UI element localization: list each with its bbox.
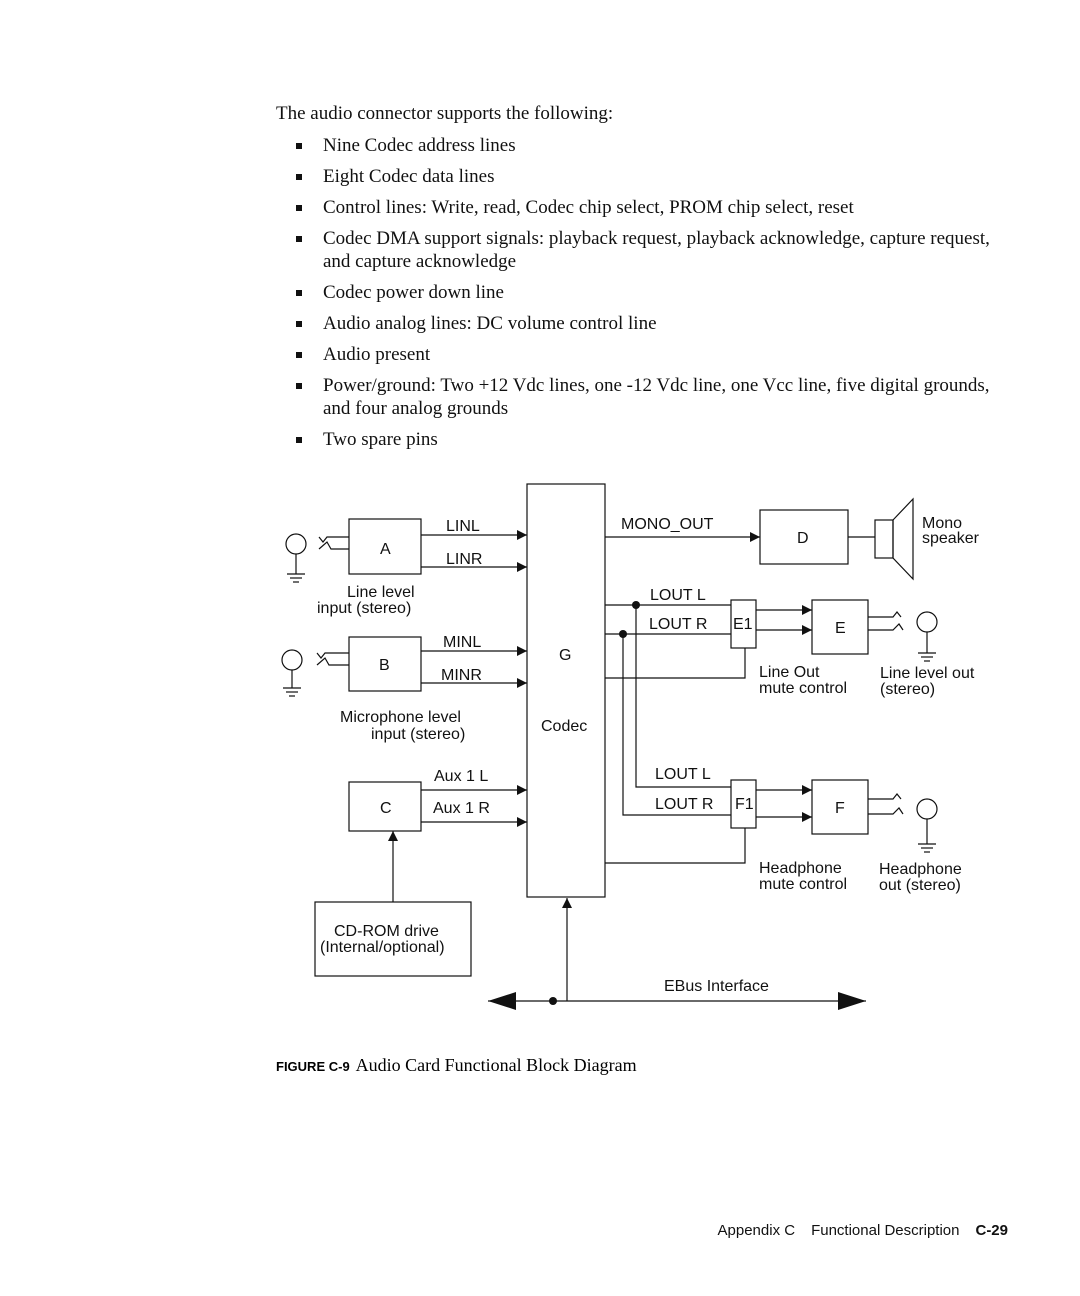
list-item: Eight Codec data lines (296, 165, 1016, 188)
label-block-c: C (380, 800, 392, 817)
page-number: C-29 (975, 1222, 1008, 1239)
page-footer: Appendix C Functional Description C-29 (718, 1222, 1008, 1239)
label-hp-out-stereo: out (stereo) (879, 877, 961, 894)
square-bullet-icon (296, 383, 302, 389)
list-item: Control lines: Write, read, Codec chip s… (296, 196, 1016, 219)
line-in-jack-icon (285, 533, 349, 583)
label-lout-r-f: LOUT R (655, 796, 713, 813)
square-bullet-icon (296, 174, 302, 180)
label-hp-out: Headphone (879, 861, 962, 878)
junction-dot (632, 601, 640, 609)
label-block-b: B (379, 657, 390, 674)
junction-dot (549, 997, 557, 1005)
switch-f1 (730, 779, 757, 829)
square-bullet-icon (296, 437, 302, 443)
ebus-left-arrow-icon (488, 992, 516, 1010)
label-block-e: E (835, 620, 846, 637)
label-mic-level-in: Microphone level (340, 709, 461, 726)
speaker-icon (874, 519, 894, 559)
label-lout-l-e: LOUT L (650, 587, 706, 604)
audio-block-diagram: A B C D E F G Codec LINL LINR MINL MINR … (281, 483, 980, 1010)
label-aux1r: Aux 1 R (433, 800, 490, 817)
label-e1: E1 (733, 616, 753, 633)
label-linl: LINL (446, 518, 480, 535)
line-out-jack-icon (868, 611, 938, 662)
square-bullet-icon (296, 236, 302, 242)
block-a (348, 518, 422, 575)
label-ebus: EBus Interface (664, 978, 769, 995)
label-mono-out: MONO_OUT (621, 516, 714, 533)
footer-title: Functional Description (811, 1222, 960, 1239)
label-line-level-in-stereo: input (stereo) (317, 600, 411, 617)
label-line-level-in: Line level (347, 584, 415, 601)
label-hp-mute-control: mute control (759, 876, 847, 893)
figure-title: Audio Card Functional Block Diagram (355, 1055, 637, 1075)
footer-section: Appendix C (717, 1222, 796, 1239)
feature-list: Nine Codec address lines Eight Codec dat… (296, 134, 1016, 459)
label-line-out-mute-control: mute control (759, 680, 847, 697)
label-codec: Codec (541, 718, 587, 735)
label-minl: MINL (443, 634, 481, 651)
list-item: Audio present (296, 343, 1016, 366)
label-block-d: D (797, 530, 809, 547)
label-line-level-out-stereo: (stereo) (880, 681, 935, 698)
square-bullet-icon (296, 352, 302, 358)
label-cdrom: CD-ROM drive (334, 923, 439, 940)
list-item: Two spare pins (296, 428, 1016, 451)
list-item: Codec DMA support signals: playback requ… (296, 227, 1016, 273)
label-lout-l-f: LOUT L (655, 766, 711, 783)
label-line-level-out: Line level out (880, 665, 975, 682)
figure-label: FIGURE C-9 (276, 1059, 350, 1074)
label-speaker: speaker (922, 530, 980, 547)
label-mic-level-in-stereo: input (stereo) (371, 726, 465, 743)
label-block-g: G (559, 647, 571, 664)
label-minr: MINR (441, 667, 482, 684)
list-item: Nine Codec address lines (296, 134, 1016, 157)
label-mono: Mono (922, 515, 962, 532)
list-item: Codec power down line (296, 281, 1016, 304)
headphone-out-jack-icon (868, 793, 938, 853)
label-block-a: A (380, 541, 391, 558)
junction-dot (619, 630, 627, 638)
codec-block (526, 483, 606, 898)
label-aux1l: Aux 1 L (434, 768, 488, 785)
label-linr: LINR (446, 551, 482, 568)
square-bullet-icon (296, 321, 302, 327)
ebus-right-arrow-icon (838, 992, 866, 1010)
label-hp-mute: Headphone (759, 860, 842, 877)
label-lout-r-e: LOUT R (649, 616, 707, 633)
mic-in-jack-icon (281, 649, 349, 697)
block-f (811, 779, 869, 835)
list-item: Audio analog lines: DC volume control li… (296, 312, 1016, 335)
figure-caption: FIGURE C-9 Audio Card Functional Block Di… (276, 1055, 637, 1076)
square-bullet-icon (296, 143, 302, 149)
label-block-f: F (835, 800, 845, 817)
switch-e1 (730, 599, 757, 649)
block-e (811, 599, 869, 655)
label-cdrom-internal: (Internal/optional) (320, 939, 445, 956)
block-c (348, 781, 422, 832)
intro-text: The audio connector supports the followi… (276, 103, 614, 124)
label-line-out-mute: Line Out (759, 664, 820, 681)
square-bullet-icon (296, 290, 302, 296)
square-bullet-icon (296, 205, 302, 211)
label-f1: F1 (735, 796, 754, 813)
block-b (348, 636, 422, 692)
list-item: Power/ground: Two +12 Vdc lines, one -12… (296, 374, 1016, 420)
